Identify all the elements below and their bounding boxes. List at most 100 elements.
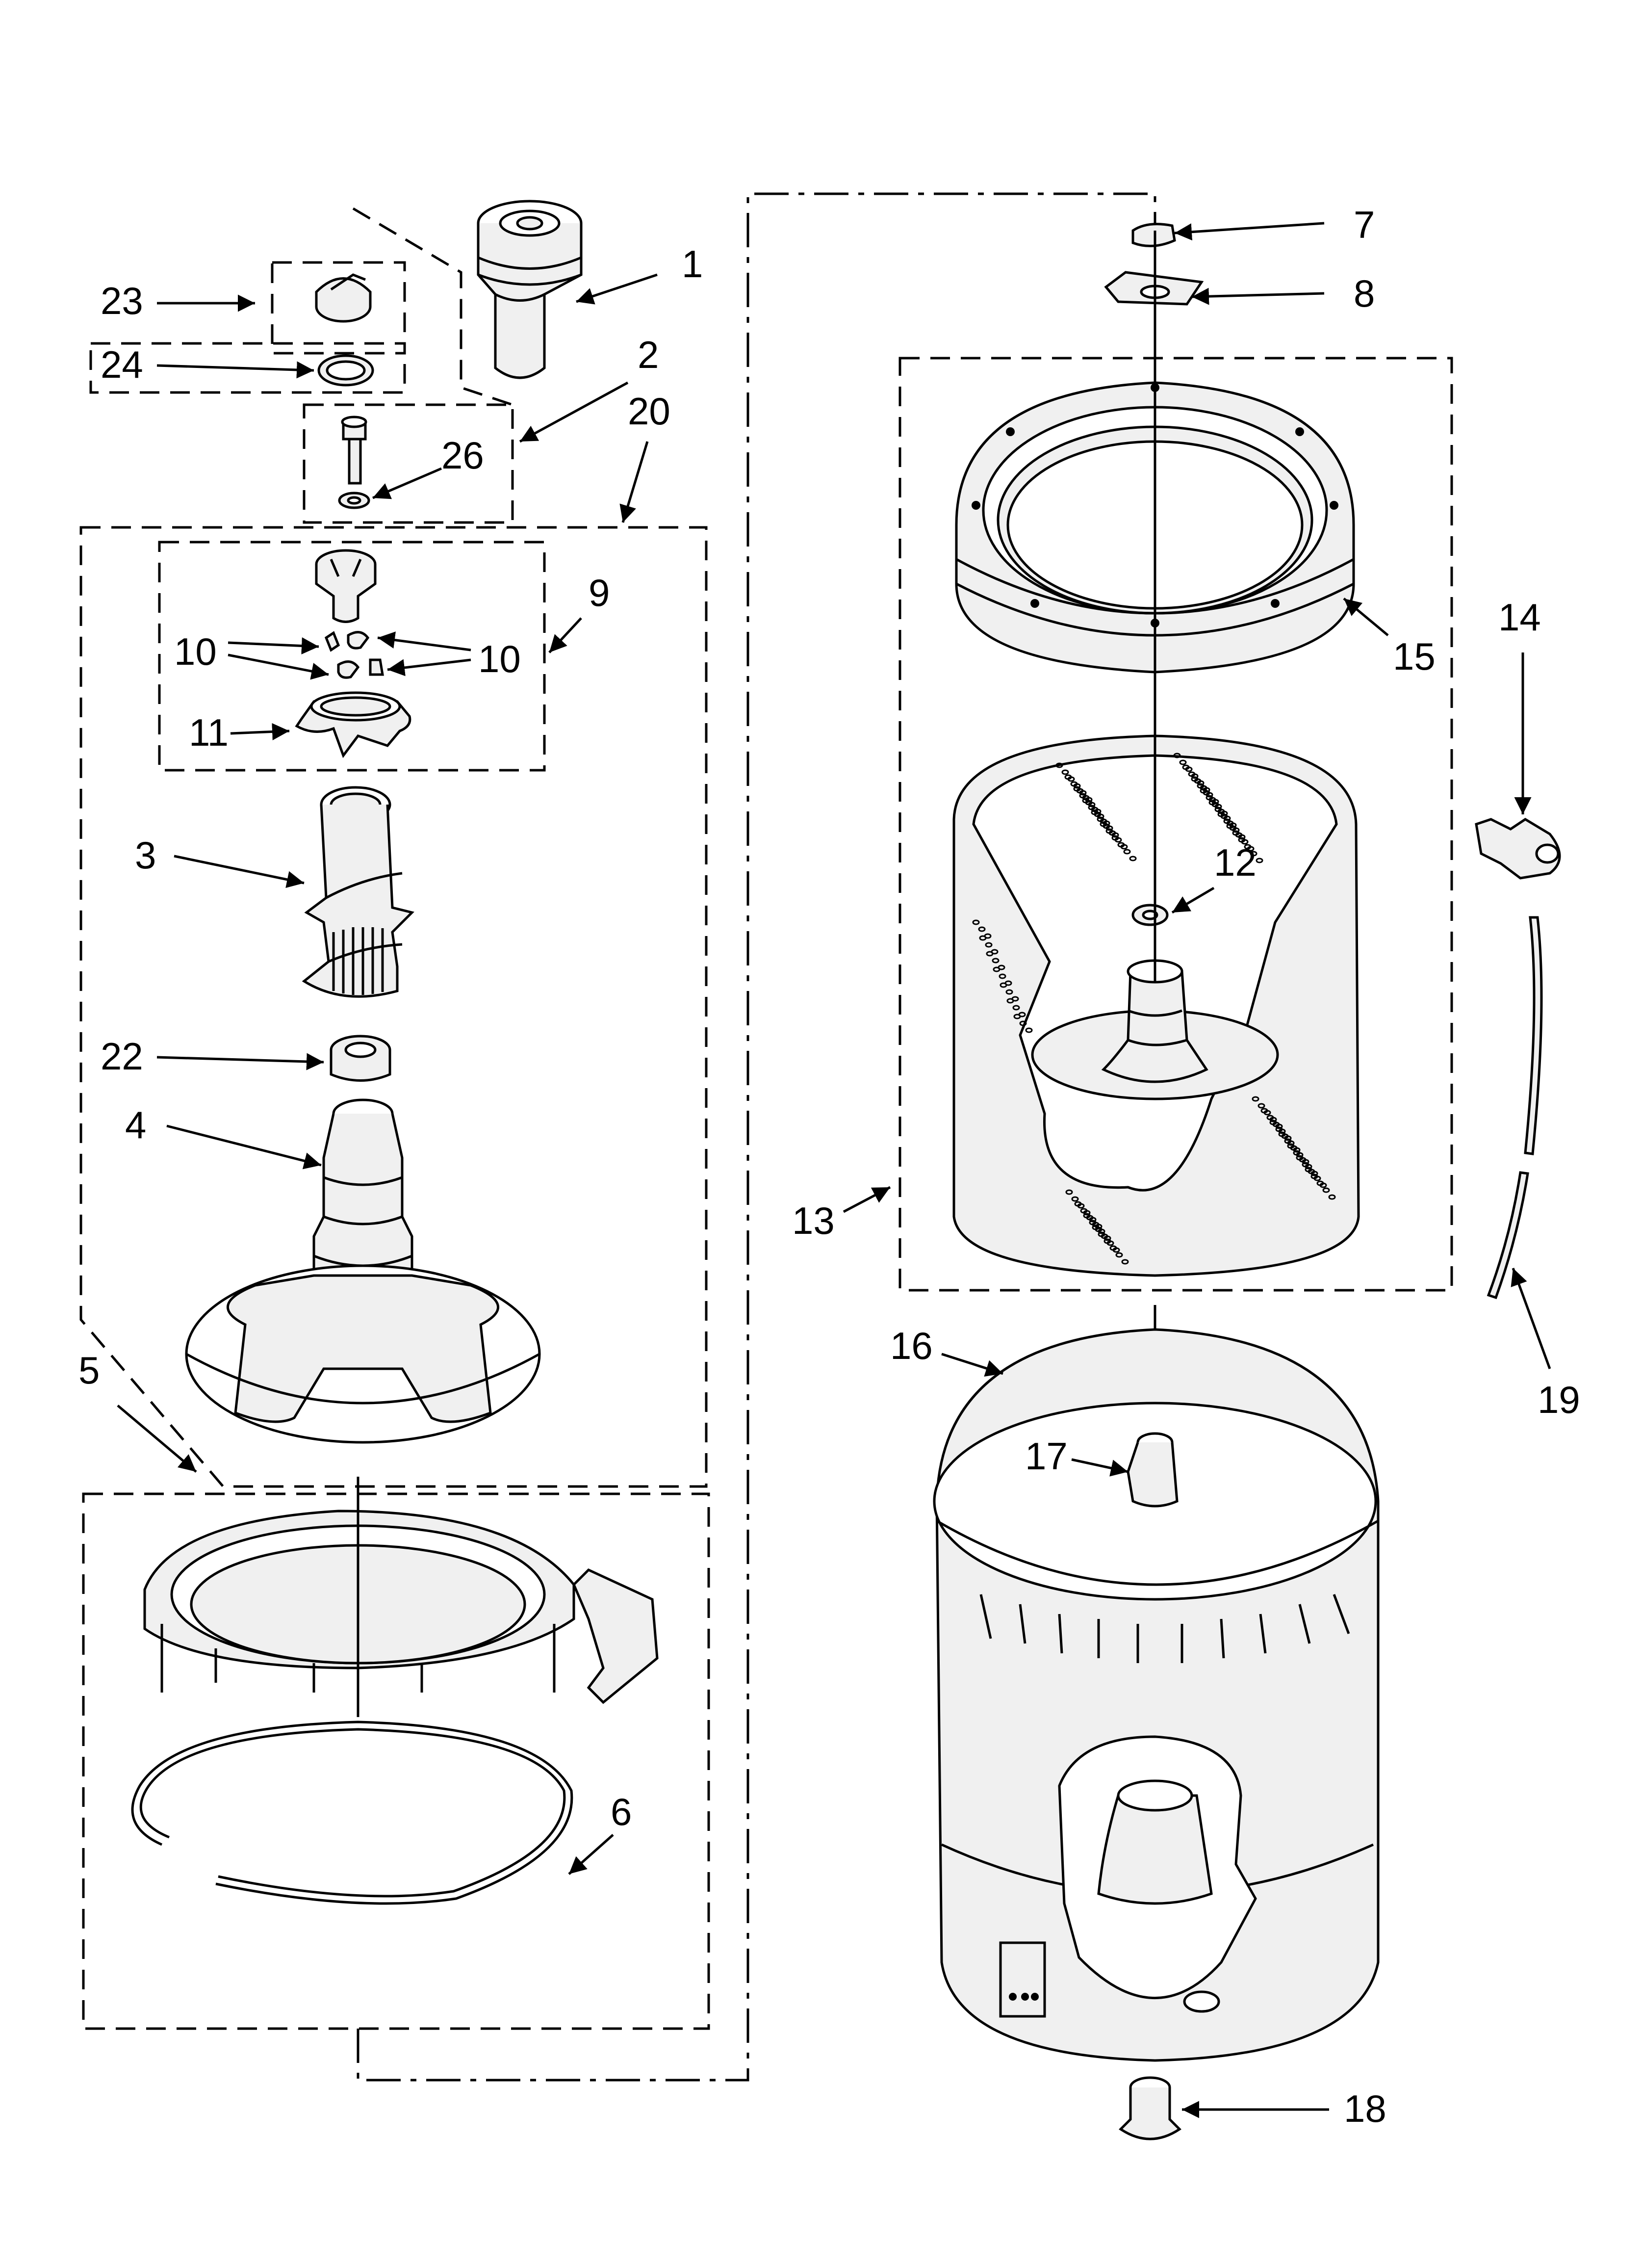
callout-1: 1 [682, 242, 703, 286]
perforation-hole [1098, 1231, 1105, 1237]
assembly-boxes [79, 192, 1453, 2082]
part-2-bolt [341, 416, 367, 485]
perforation-hole [1252, 1096, 1259, 1102]
callout-labels: 1 2 3 4 5 6 7 8 9 10 10 11 12 13 14 15 1… [78, 203, 1580, 2130]
leader-7 [1174, 222, 1325, 241]
perforation-hole [978, 926, 986, 932]
perforation-hole [1025, 1027, 1033, 1033]
perforation-hole [1091, 809, 1099, 815]
leader-20 [619, 441, 649, 523]
perforation-hole [1191, 776, 1199, 782]
perforation-hole [1117, 842, 1125, 848]
perforation-hole [1182, 764, 1190, 770]
leader-10a-2 [228, 653, 329, 680]
perforation-hole [1005, 989, 1013, 995]
callout-14: 14 [1498, 596, 1541, 639]
perforation-hole [1275, 1126, 1283, 1132]
callout-24: 24 [101, 343, 143, 386]
box-13 [898, 357, 1453, 1292]
box-9 [158, 541, 546, 772]
leader-10a-1 [228, 637, 319, 654]
perforation-hole [1217, 811, 1225, 817]
leader-15 [1343, 598, 1389, 636]
callout-4: 4 [125, 1103, 146, 1147]
part-16-outer-tub [933, 1328, 1380, 2062]
perforation-hole [1105, 828, 1113, 834]
leader-5 [117, 1405, 197, 1473]
callout-5: 5 [78, 1349, 100, 1392]
perforation-hole [1019, 1020, 1027, 1026]
part-23-cap [315, 273, 372, 323]
callout-10a: 10 [174, 630, 217, 673]
perforation-hole [1316, 1180, 1324, 1186]
perforation-hole [1179, 759, 1187, 765]
callout-8: 8 [1354, 272, 1375, 315]
main-link-line [357, 192, 1156, 2082]
leader-arrows [117, 222, 1551, 2118]
leader-10b-1 [377, 631, 471, 652]
leader-19 [1511, 1268, 1551, 1369]
part-5-tub-ring [143, 1510, 659, 1704]
leader-22 [156, 1053, 324, 1070]
perforation-hole [1055, 762, 1063, 768]
perforation-hole [1208, 800, 1216, 806]
leader-11 [230, 723, 290, 740]
perforation-hole [986, 951, 994, 957]
leader-12 [1171, 886, 1215, 914]
basket-perforations [972, 753, 1336, 1265]
perforation-hole [1115, 1252, 1123, 1258]
box-20 [79, 526, 708, 1488]
leader-8 [1191, 287, 1325, 305]
perforation-hole [1287, 1143, 1295, 1149]
perforation-hole [1123, 849, 1131, 855]
callout-10b: 10 [478, 637, 521, 680]
perforation-hole [1206, 795, 1213, 801]
perforation-hole [1197, 783, 1205, 789]
perforation-hole [1200, 788, 1207, 794]
perforation-hole [1079, 793, 1087, 799]
perforation-hole [1097, 816, 1104, 822]
perforation-hole [1250, 851, 1257, 857]
perforation-hole [1257, 1103, 1265, 1109]
leader-2 [519, 381, 629, 443]
leader-9 [548, 617, 582, 653]
perforation-hole [1013, 1014, 1021, 1019]
leader-6 [568, 1834, 614, 1875]
callout-12: 12 [1214, 841, 1257, 884]
part-17-tub-seal [1127, 1432, 1179, 1508]
part-14-hose-clip [1475, 818, 1561, 880]
perforation-hole [1305, 1167, 1312, 1173]
part-10-dogs [324, 631, 384, 679]
perforation-hole [1226, 823, 1234, 829]
parts-left [131, 200, 659, 1905]
callout-20: 20 [628, 390, 670, 433]
perforation-hole [1061, 769, 1069, 775]
leader-1 [576, 273, 658, 305]
perforation-hole [1266, 1115, 1274, 1121]
perforation-hole [1080, 1208, 1088, 1214]
part-26-washer [338, 492, 370, 509]
leader-17 [1071, 1458, 1129, 1477]
callout-9: 9 [589, 571, 610, 614]
perforation-hole [972, 919, 980, 925]
perforation-hole [1103, 1238, 1111, 1244]
perforation-hole [999, 973, 1006, 979]
perforation-hole [1006, 998, 1014, 1004]
box-2 [303, 403, 514, 524]
callout-26: 26 [441, 434, 484, 477]
perforation-hole [1065, 1189, 1073, 1195]
perforation-hole [1244, 844, 1252, 850]
callout-15: 15 [1393, 635, 1436, 678]
connector-1 [352, 207, 513, 406]
perforation-hole [1232, 830, 1240, 836]
part-19-hose [1487, 916, 1543, 1300]
perforation-hole [1256, 858, 1263, 863]
perforation-hole [985, 942, 993, 948]
perforation-hole [979, 935, 987, 941]
parts-right [933, 223, 1561, 2140]
perforation-hole [1214, 807, 1222, 812]
perforation-hole [1322, 1187, 1330, 1193]
perforation-hole [1269, 1120, 1277, 1125]
callout-17: 17 [1025, 1434, 1068, 1478]
